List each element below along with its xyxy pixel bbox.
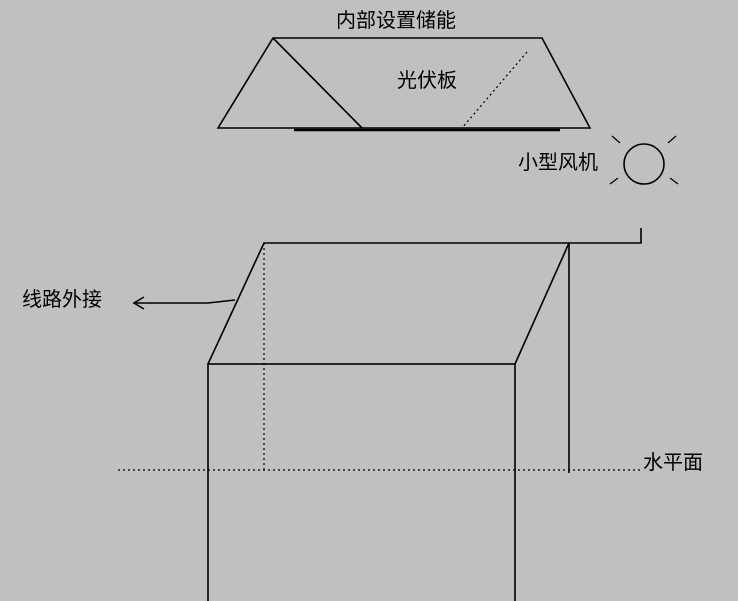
building-front-face [207,363,516,601]
external-line-wire [136,299,236,304]
wind-turbine-circle [623,143,665,185]
solar-panel-label: 光伏板 [397,68,457,92]
storage-label: 内部设置储能 [336,8,456,32]
wind-turbine-label: 小型风机 [518,150,598,174]
roof-top-edge [207,228,642,365]
solar-panel-dotted-edge [461,51,528,129]
wind-turbine-rays [609,135,679,185]
solar-panel-diagonal [272,37,363,129]
external-line-arrowhead [132,296,145,310]
solar-panel-outline [216,37,592,129]
horizontal-plane-label: 水平面 [643,450,703,474]
external-line-label: 线路外接 [22,287,102,311]
roof-right-edge [514,242,570,365]
